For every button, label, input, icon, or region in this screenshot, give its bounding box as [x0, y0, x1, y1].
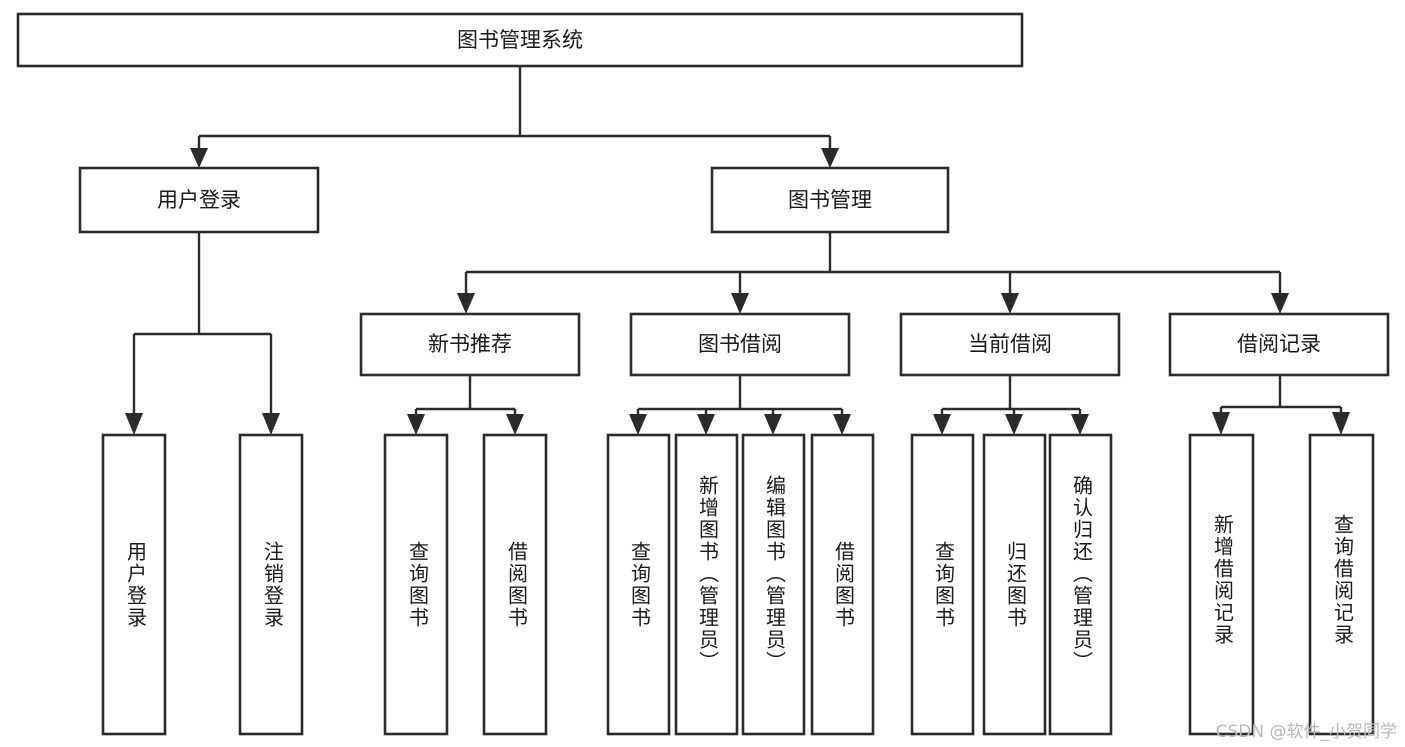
arrow-to-leaf-edit-book: [764, 414, 782, 435]
leaf-borrow-book-rec-box[interactable]: [482, 433, 548, 736]
arrow-to-leaf-logout: [262, 413, 280, 435]
leaf-borrow-book-borrow-label: 借阅图书: [832, 541, 856, 629]
arrow-to-user-login: [190, 148, 208, 168]
leaf-borrow-book-rec-label: 借阅图书: [505, 541, 529, 629]
arrow-to-leaf-add-book: [697, 414, 715, 435]
node-borrow-record-label: 借阅记录: [1237, 332, 1321, 356]
node-borrow-record-box[interactable]: [1168, 312, 1390, 377]
leaf-add-borrow-record-box[interactable]: [1188, 433, 1255, 736]
node-book-borrow[interactable]: 图书借阅: [629, 312, 851, 377]
leaf-confirm-return-admin-box[interactable]: [1048, 433, 1113, 736]
node-new-book-recommend-box[interactable]: [359, 312, 581, 377]
arrow-to-leaf-query-book-1: [407, 414, 425, 435]
leaf-query-book-current[interactable]: 查询图书: [910, 433, 975, 736]
leaf-return-book[interactable]: 归还图书: [982, 433, 1047, 736]
node-root-box[interactable]: [16, 12, 1024, 68]
leaf-borrow-book-borrow[interactable]: 借阅图书: [810, 433, 875, 736]
leaf-add-book-admin[interactable]: 新增图书（管理员）: [674, 433, 739, 736]
leaf-user-login-label: 用户登录: [124, 541, 148, 629]
arrow-to-leaf-user-login: [125, 413, 143, 435]
node-book-management[interactable]: 图书管理: [710, 166, 950, 234]
leaf-return-book-box[interactable]: [982, 433, 1047, 736]
arrow-to-current-borrow: [1001, 293, 1019, 314]
leaf-query-book-borrow[interactable]: 查询图书: [606, 433, 671, 736]
node-current-borrow[interactable]: 当前借阅: [899, 312, 1121, 377]
node-new-book-recommend[interactable]: 新书推荐: [359, 312, 581, 377]
leaf-logout-label: 注销登录: [261, 541, 285, 629]
leaf-query-borrow-record-box[interactable]: [1308, 433, 1375, 736]
leaf-query-book-borrow-label: 查询图书: [628, 541, 652, 629]
leaf-confirm-return-admin-label: 确认归还（管理员）: [1070, 475, 1094, 673]
node-current-borrow-label: 当前借阅: [968, 332, 1052, 356]
leaf-borrow-book-borrow-box[interactable]: [810, 433, 875, 736]
leaf-add-borrow-record[interactable]: 新增借阅记录: [1188, 433, 1255, 736]
leaf-add-book-admin-label: 新增图书（管理员）: [696, 475, 720, 673]
arrow-to-leaf-query-book-3: [933, 414, 951, 435]
node-book-management-box[interactable]: [710, 166, 950, 234]
node-user-login[interactable]: 用户登录: [78, 166, 320, 234]
node-book-borrow-box[interactable]: [629, 312, 851, 377]
node-current-borrow-box[interactable]: [899, 312, 1121, 377]
leaf-query-book-current-label: 查询图书: [932, 541, 956, 629]
connector-layer: [125, 66, 1350, 435]
leaf-query-book-rec-label: 查询图书: [406, 541, 430, 629]
arrow-to-book-mgmt: [821, 148, 839, 168]
arrow-to-borrow-record: [1271, 293, 1289, 314]
arrow-to-leaf-add-record: [1212, 412, 1230, 435]
arrow-to-leaf-confirm-return: [1071, 414, 1089, 435]
node-book-borrow-label: 图书借阅: [698, 332, 782, 356]
leaf-logout-box[interactable]: [238, 433, 304, 736]
arrow-to-book-borrow: [731, 293, 749, 314]
arrow-to-leaf-query-book-2: [629, 414, 647, 435]
arrow-to-leaf-query-record: [1332, 412, 1350, 435]
leaf-edit-book-admin[interactable]: 编辑图书（管理员）: [741, 433, 806, 736]
leaf-query-book-borrow-box[interactable]: [606, 433, 671, 736]
node-user-login-box[interactable]: [78, 166, 320, 234]
node-book-management-label: 图书管理: [788, 188, 872, 212]
node-root[interactable]: 图书管理系统: [16, 12, 1024, 68]
leaf-query-book-current-box[interactable]: [910, 433, 975, 736]
arrow-to-leaf-borrow-book-2: [833, 414, 851, 435]
node-borrow-record[interactable]: 借阅记录: [1168, 312, 1390, 377]
leaf-add-book-admin-box[interactable]: [674, 433, 739, 736]
leaf-edit-book-admin-box[interactable]: [741, 433, 806, 736]
leaf-query-borrow-record[interactable]: 查询借阅记录: [1308, 433, 1375, 736]
leaf-user-login[interactable]: 用户登录: [101, 433, 167, 736]
leaf-query-borrow-record-label: 查询借阅记录: [1331, 514, 1355, 646]
leaf-logout[interactable]: 注销登录: [238, 433, 304, 736]
leaf-return-book-label: 归还图书: [1004, 541, 1028, 629]
arrow-to-new-book-rec: [457, 293, 475, 314]
arrow-to-leaf-return-book: [1005, 414, 1023, 435]
leaf-add-borrow-record-label: 新增借阅记录: [1211, 514, 1235, 646]
node-new-book-recommend-label: 新书推荐: [428, 332, 512, 356]
node-root-label: 图书管理系统: [457, 28, 583, 52]
leaf-user-login-box[interactable]: [101, 433, 167, 736]
node-user-login-label: 用户登录: [157, 188, 241, 212]
leaf-edit-book-admin-label: 编辑图书（管理员）: [763, 475, 787, 673]
leaf-confirm-return-admin[interactable]: 确认归还（管理员）: [1048, 433, 1113, 736]
leaf-query-book-rec[interactable]: 查询图书: [383, 433, 449, 736]
leaf-query-book-rec-box[interactable]: [383, 433, 449, 736]
leaf-borrow-book-rec[interactable]: 借阅图书: [482, 433, 548, 736]
arrow-to-leaf-borrow-book-1: [506, 414, 524, 435]
